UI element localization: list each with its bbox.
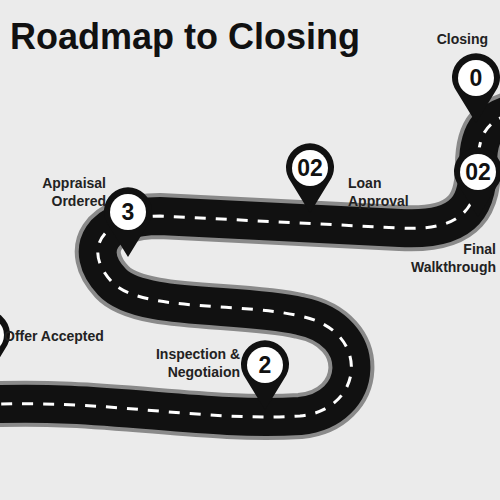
milestone-label: Appraisal Ordered [18, 174, 106, 210]
milestone-label: Inspection & Negotiaion [128, 345, 240, 381]
milestone-label: Final Walkthrough [404, 240, 496, 276]
milestone-pin: 02Final Walkthrough [453, 147, 500, 219]
step-number: 3 [103, 197, 153, 227]
step-number: 0 [451, 63, 500, 93]
milestone-pin: 0Closing [451, 53, 500, 125]
step-number: 02 [453, 157, 500, 187]
milestone-pin: 2Inspection & Negotiaion [240, 340, 290, 412]
road [0, 112, 500, 417]
milestone-pin: 02Loan Approval [285, 143, 335, 215]
title: Roadmap to Closing [10, 16, 360, 58]
step-number: 2 [240, 350, 290, 380]
milestone-label: Offer Accepted [4, 327, 164, 345]
milestone-label: Loan Approval [348, 174, 418, 210]
step-number: 02 [285, 153, 335, 183]
milestone-pin: Offer Accepted [0, 310, 11, 382]
milestone-label: Closing [400, 30, 488, 48]
map-pin [0, 310, 11, 382]
milestone-pin: 3Appraisal Ordered [103, 187, 153, 259]
road-shadow [0, 112, 500, 417]
road-center-line [0, 112, 500, 417]
